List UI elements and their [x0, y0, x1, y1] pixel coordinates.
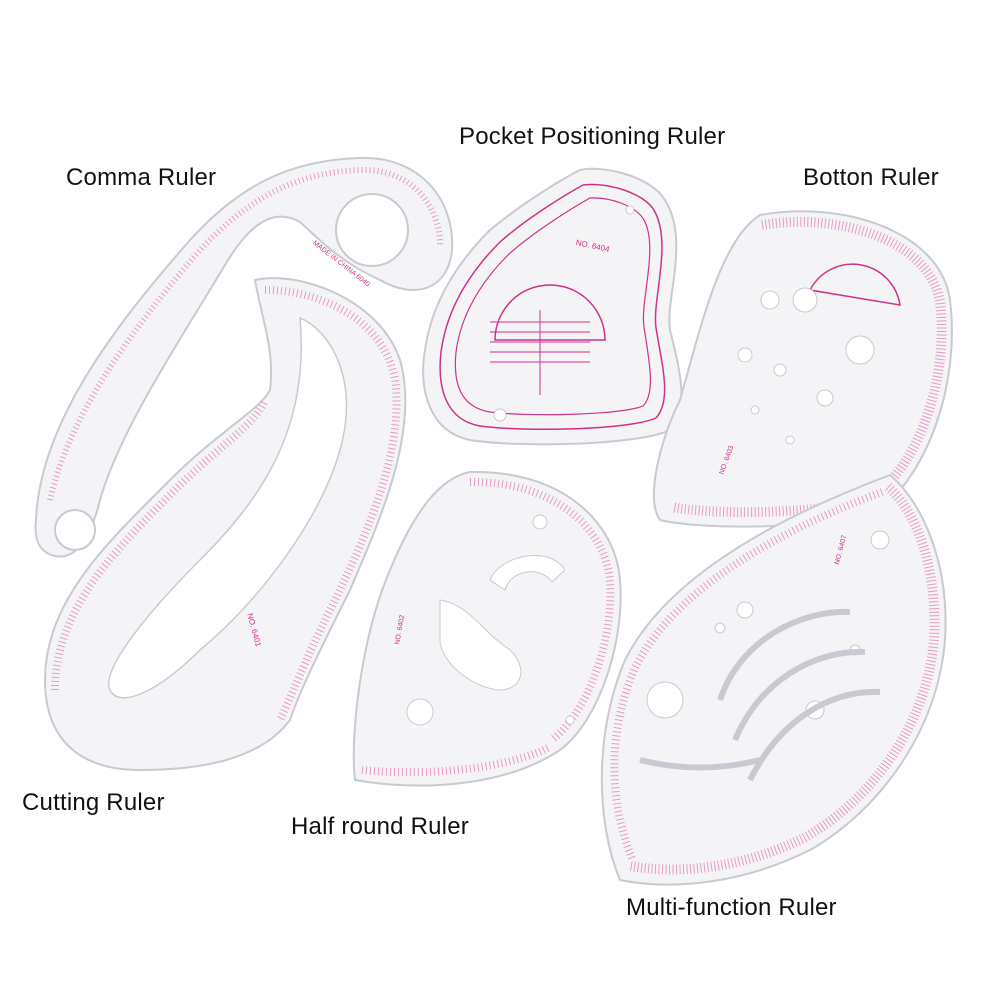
half-round-ruler-label: Half round Ruler [291, 813, 469, 840]
cutting-ruler: NO. 6401 [43, 277, 407, 772]
botton-ruler-label: Botton Ruler [803, 164, 939, 191]
half-round-ruler: NO. 6402 [352, 470, 622, 787]
comma-ruler-label: Comma Ruler [66, 164, 217, 191]
multi-function-ruler-label: Multi-function Ruler [626, 894, 837, 921]
pocket-positioning-ruler-label: Pocket Positioning Ruler [459, 123, 726, 150]
comma-ruler: MADE IN CHINA 6040 [34, 156, 454, 558]
multi-function-ruler: NO. 6407 [600, 473, 947, 886]
pocket-positioning-ruler: NO. 6404 [422, 167, 683, 446]
botton-ruler: NO. 6403 [652, 210, 953, 528]
cutting-ruler-label: Cutting Ruler [22, 789, 165, 816]
